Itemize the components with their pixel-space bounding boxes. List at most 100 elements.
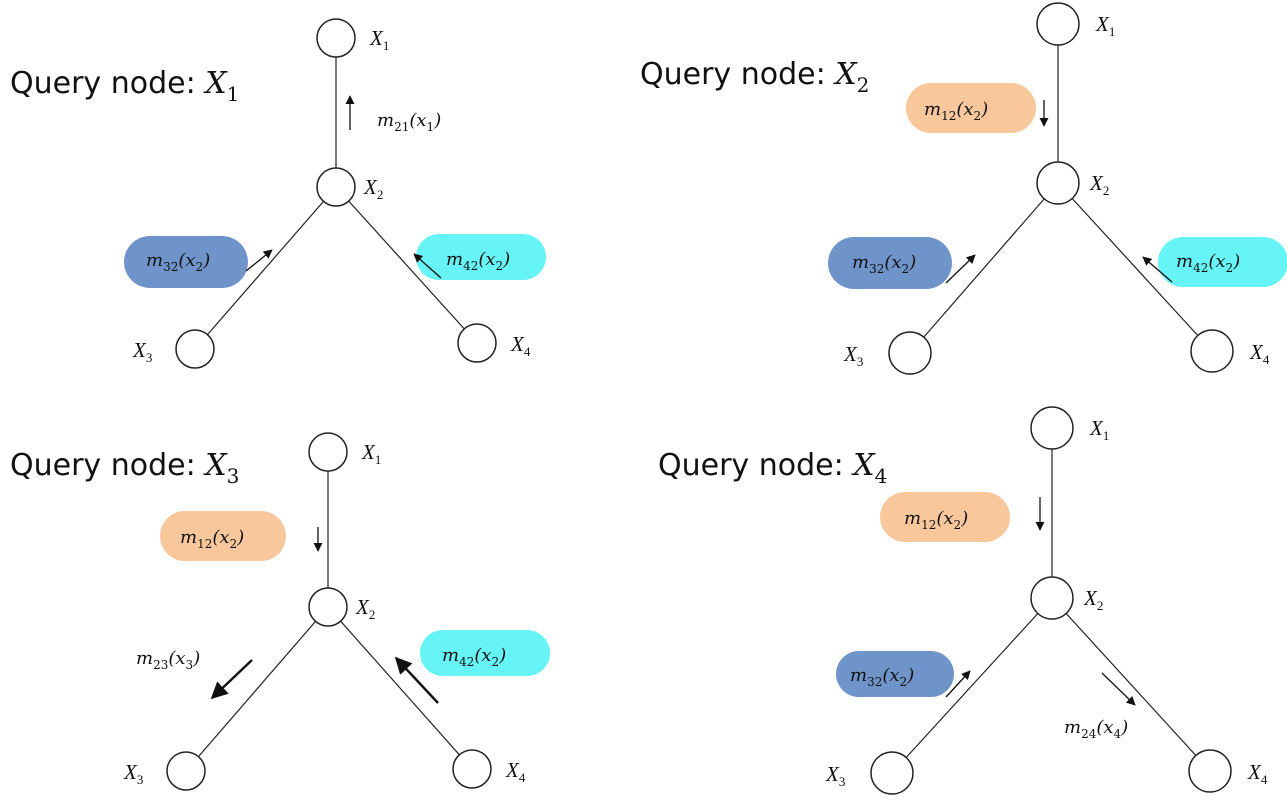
message-label: m12(x2)	[904, 508, 968, 532]
node-label-x1: X1	[1089, 416, 1109, 443]
query-title-variable: X	[203, 66, 228, 101]
node-label-x2: X2	[355, 595, 375, 622]
message-m21: m21(x1)	[345, 95, 441, 134]
message-m12: m12(x2)	[906, 83, 1049, 133]
edge-2-4	[348, 200, 465, 330]
node-x3	[166, 751, 206, 791]
message-arrow-toward-2	[945, 254, 976, 284]
node-x1	[1030, 406, 1074, 450]
node-label-x2: X2	[1083, 586, 1103, 613]
message-m12: m12(x2)	[880, 492, 1045, 542]
node-label-x4: X4	[505, 758, 526, 785]
query-title-variable: X	[203, 448, 228, 483]
node-label-x1: X1	[369, 26, 389, 53]
node-x3	[175, 329, 215, 369]
node-x2	[1036, 161, 1080, 205]
message-label: m42(x2)	[442, 645, 506, 669]
message-label: m32(x2)	[850, 665, 914, 689]
message-label: m12(x2)	[924, 99, 988, 123]
node-x4	[457, 323, 497, 363]
message-m42: m42(x2)	[394, 630, 550, 704]
edge-2-3	[197, 620, 317, 758]
node-x4	[1188, 749, 1232, 793]
message-highlight-blue	[124, 236, 248, 288]
message-m42: m42(x2)	[413, 234, 546, 280]
node-label-x1: X1	[361, 440, 381, 467]
message-label: m12(x2)	[180, 527, 244, 551]
message-m32: m32(x2)	[828, 237, 976, 289]
message-arrow-away-from-2	[210, 659, 253, 700]
message-label: m42(x2)	[446, 249, 510, 273]
node-label-x1: X1	[1095, 12, 1115, 39]
edge-2-3	[207, 200, 324, 336]
node-x3	[888, 331, 932, 375]
node-label-x3: X3	[123, 760, 143, 787]
node-label-x3: X3	[843, 342, 863, 369]
query-title-prefix: Query node:	[10, 66, 205, 101]
message-highlight-cyan	[416, 234, 546, 280]
message-highlight-orange	[906, 83, 1036, 133]
query-title-subscript: 4	[875, 464, 888, 488]
message-label: m24(x4)	[1064, 717, 1128, 741]
edge-2-3	[923, 198, 1045, 338]
query-title: Query node: X3	[10, 448, 239, 488]
message-highlight-orange	[880, 492, 1010, 542]
node-x3	[870, 751, 914, 795]
message-arrow-toward-2	[1142, 256, 1173, 283]
query-title: Query node: X2	[640, 57, 869, 97]
node-label-x3: X3	[825, 762, 845, 789]
message-highlight-orange	[160, 511, 286, 561]
edge-2-4	[340, 620, 460, 756]
query-title-variable: X	[851, 448, 876, 483]
edge-2-3	[905, 613, 1039, 758]
node-x1	[1036, 2, 1080, 46]
message-arrow-away-from-2	[1101, 672, 1136, 706]
node-x2	[308, 587, 348, 627]
panel-query-1: Query node: X1X1X2X3X4m21(x1)m32(x2)m42(…	[10, 18, 546, 369]
message-label: m32(x2)	[146, 250, 210, 274]
node-x4	[452, 749, 492, 789]
node-label-x3: X3	[132, 338, 152, 365]
message-label: m23(x3)	[136, 648, 200, 672]
node-label-x4: X4	[1247, 760, 1268, 787]
message-m42: m42(x2)	[1142, 237, 1287, 287]
node-label-x2: X2	[1089, 171, 1109, 198]
query-title-prefix: Query node:	[10, 448, 205, 483]
node-label-x4: X4	[1249, 340, 1270, 367]
message-m32: m32(x2)	[124, 236, 273, 288]
query-title-prefix: Query node:	[640, 57, 835, 92]
message-arrow-toward-2	[413, 253, 442, 279]
message-arrow-toward-2	[245, 249, 273, 272]
node-x2	[316, 167, 356, 207]
message-highlight-cyan	[420, 630, 550, 676]
query-title-prefix: Query node:	[658, 448, 853, 483]
message-highlight-cyan	[1158, 237, 1287, 287]
message-label: m21(x1)	[377, 110, 441, 134]
message-highlight-blue	[828, 237, 952, 289]
node-label-x2: X2	[363, 175, 383, 202]
message-highlight-blue	[836, 651, 954, 697]
message-arrow-toward-2	[394, 656, 439, 704]
message-m23: m23(x3)	[136, 648, 253, 700]
node-x1	[316, 18, 356, 58]
message-label: m32(x2)	[852, 252, 916, 276]
message-label: m42(x2)	[1176, 251, 1240, 275]
query-title-variable: X	[833, 57, 858, 92]
node-x2	[1030, 576, 1074, 620]
message-m24: m24(x4)	[1064, 672, 1136, 741]
message-arrow-toward-2	[945, 670, 971, 698]
node-label-x4: X4	[510, 332, 531, 359]
query-title-subscript: 1	[227, 82, 240, 106]
message-m32: m32(x2)	[836, 651, 971, 698]
query-title: Query node: X4	[658, 448, 887, 488]
message-m12: m12(x2)	[160, 511, 323, 561]
query-title-subscript: 2	[857, 73, 870, 97]
edge-2-4	[1071, 198, 1199, 336]
edge-2-4	[1065, 613, 1197, 756]
query-title: Query node: X1	[10, 66, 239, 106]
node-x4	[1190, 329, 1234, 373]
